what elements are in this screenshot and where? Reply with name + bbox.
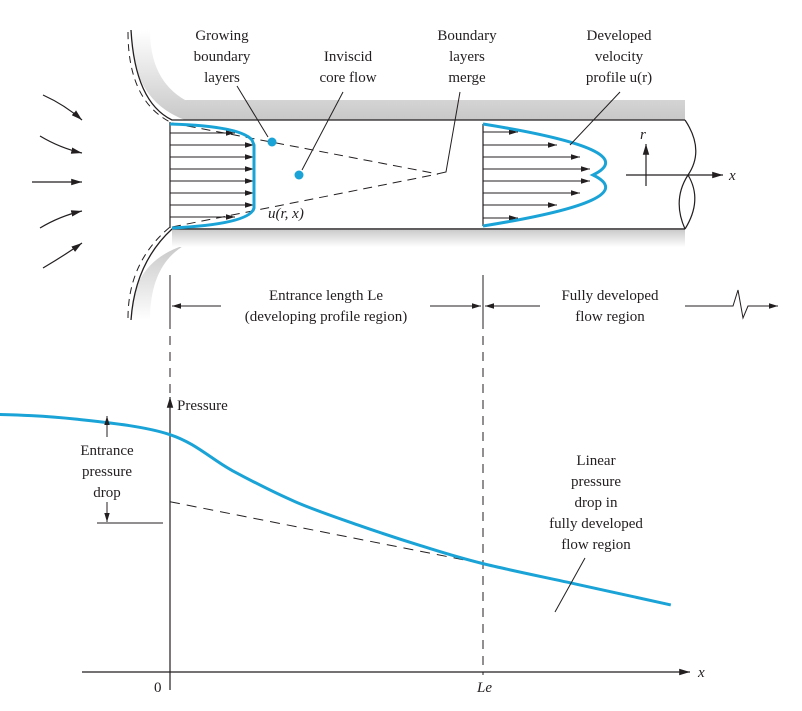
leader-lines bbox=[236, 85, 621, 175]
label-developed-1: Developed bbox=[587, 28, 652, 44]
annotation-linear-2: pressure bbox=[571, 474, 621, 490]
label-inviscid-1: Inviscid bbox=[324, 49, 373, 65]
annotation-linear-3: drop in bbox=[575, 495, 618, 511]
label-growing-3: layers bbox=[204, 70, 240, 86]
region-dimensions bbox=[169, 275, 778, 675]
annotation-linear-4: fully developed bbox=[549, 516, 643, 532]
label-inviscid-2: core flow bbox=[319, 70, 376, 86]
label-growing-1: Growing bbox=[195, 28, 249, 44]
label-developed-3: profile u(r) bbox=[586, 70, 652, 86]
entrance-length-label: Entrance length Le bbox=[269, 288, 383, 304]
annotation-linear-5: flow region bbox=[561, 537, 631, 553]
boundary-layer-edges bbox=[171, 122, 439, 228]
fully-developed-label: Fully developed bbox=[561, 288, 659, 304]
developed-velocity-profile bbox=[482, 122, 607, 228]
pressure-curve bbox=[0, 412, 672, 607]
pressure-chart: Pressure x 0 Le Entrance pressure drop L… bbox=[0, 397, 705, 696]
annotation-entrance-1: Entrance bbox=[80, 443, 134, 459]
developing-velocity-profile bbox=[169, 122, 256, 230]
coordinate-axes: r x bbox=[626, 127, 736, 186]
annotation-entrance-2: pressure bbox=[82, 464, 132, 480]
y-axis-label: Pressure bbox=[177, 398, 228, 414]
label-merge-3: merge bbox=[448, 70, 486, 86]
label-merge-1: Boundary bbox=[437, 28, 497, 44]
label-growing-2: boundary bbox=[194, 49, 251, 65]
x-axis-label-top: x bbox=[728, 168, 736, 184]
x-tick-le: Le bbox=[476, 680, 492, 696]
x-tick-0: 0 bbox=[154, 680, 162, 696]
pipe bbox=[127, 29, 697, 321]
label-developed-2: velocity bbox=[595, 49, 644, 65]
profile-label-urx: u(r, x) bbox=[268, 206, 304, 222]
flow-region-label: flow region bbox=[575, 309, 645, 325]
entrance-region-label: (developing profile region) bbox=[245, 309, 407, 325]
linear-extrapolation-line bbox=[169, 501, 484, 565]
boundary-layer-marker bbox=[267, 137, 277, 147]
annotation-leader bbox=[554, 557, 586, 613]
annotation-entrance-3: drop bbox=[93, 485, 121, 501]
x-axis-label: x bbox=[697, 665, 705, 681]
inflow-arrows bbox=[32, 94, 83, 269]
annotation-linear-1: Linear bbox=[576, 453, 615, 469]
r-axis-label: r bbox=[640, 127, 646, 143]
core-flow-marker bbox=[294, 170, 304, 180]
label-merge-2: layers bbox=[449, 49, 485, 65]
